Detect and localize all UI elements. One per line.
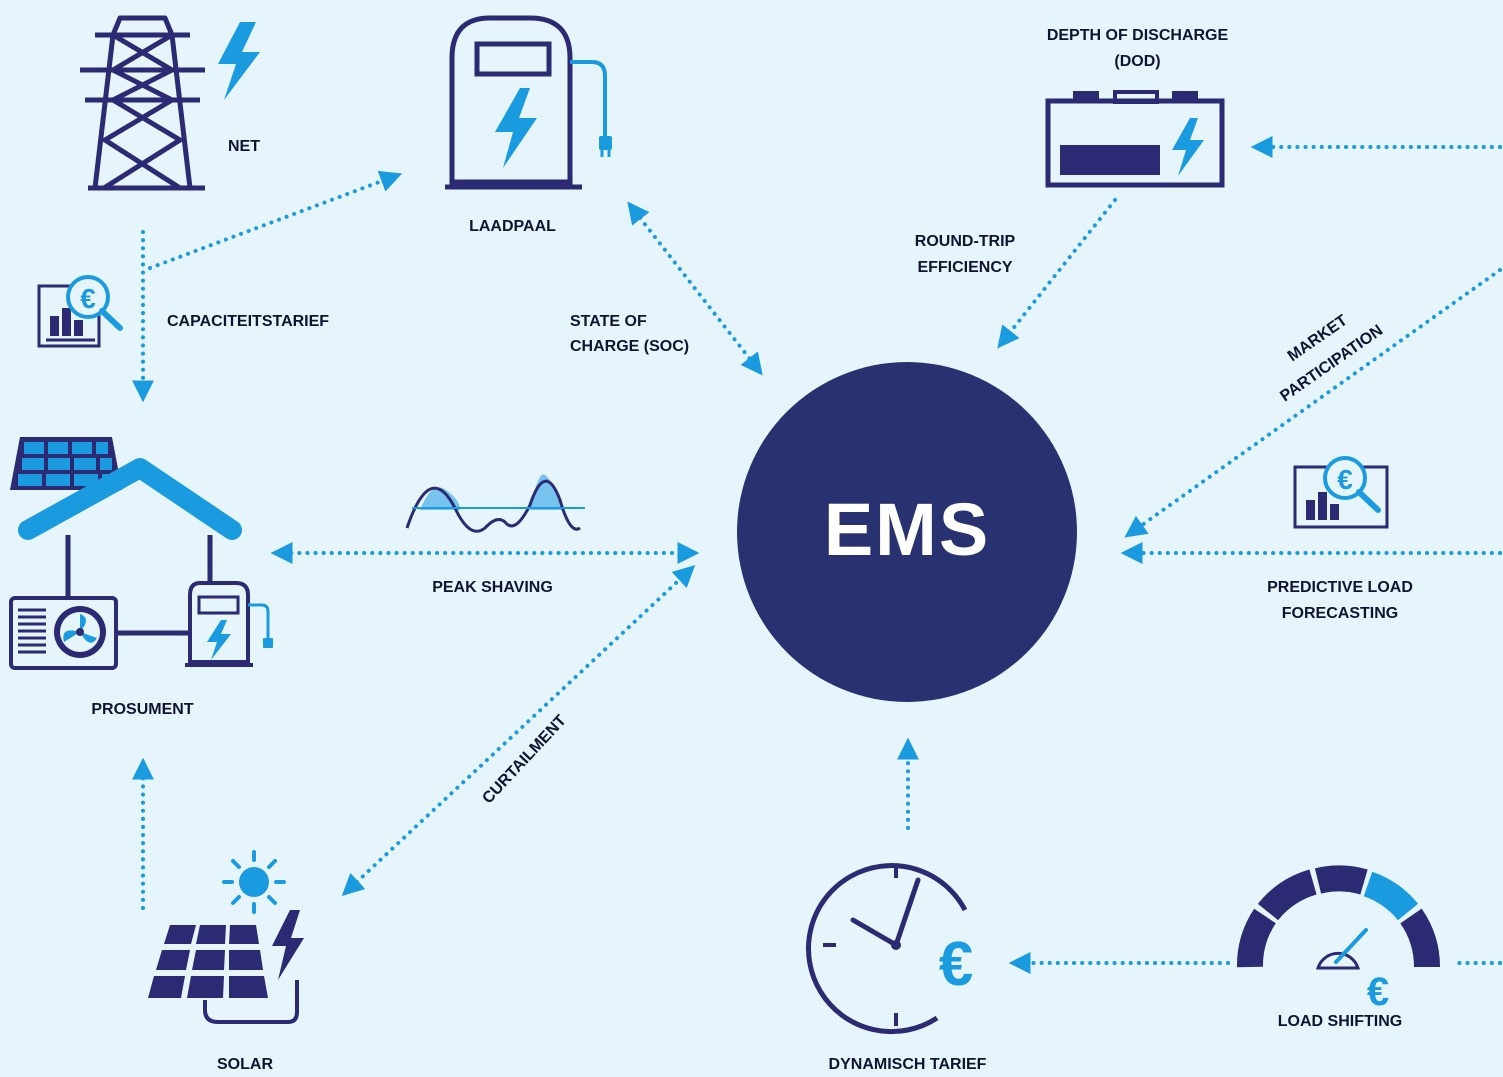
solar-panel-icon — [148, 925, 268, 998]
power-tower-icon — [80, 15, 205, 191]
label-laadpaal: LAADPAAL — [469, 218, 556, 235]
lightning-icon — [272, 910, 304, 980]
gauge-euro-icon: € — [1237, 865, 1441, 1014]
label-predictive-1: PREDICTIVE LOAD — [1267, 579, 1413, 596]
connector-net-laadpaal — [148, 170, 403, 270]
label-prosument: PROSUMENT — [91, 701, 194, 718]
connector-market — [1124, 268, 1502, 538]
battery-icon — [1045, 90, 1225, 188]
svg-text:€: € — [1367, 970, 1389, 1014]
label-round-trip-1: ROUND-TRIP — [914, 233, 1016, 250]
label-dod-2: (DOD) — [1114, 53, 1161, 70]
label-soc-2: CHARGE (SOC) — [570, 338, 690, 355]
svg-text:€: € — [80, 283, 96, 314]
label-capaciteitstarief: CAPACITEITSTARIEF — [167, 313, 330, 330]
ems-label: EMS — [823, 488, 991, 571]
sun-icon — [222, 850, 286, 914]
label-dod-1: DEPTH OF DISCHARGE — [1046, 27, 1229, 44]
label-solar: SOLAR — [217, 1056, 273, 1073]
ems-circle — [737, 362, 1077, 702]
lightning-icon — [218, 22, 260, 100]
connector-round-trip — [997, 198, 1117, 349]
solar-cable — [203, 980, 299, 1024]
connector-soc — [627, 201, 763, 376]
charging-station-icon — [445, 15, 612, 190]
connector-curtailment — [341, 564, 696, 897]
magnifier-euro-chart-icon: € — [37, 275, 123, 348]
label-load-shifting: LOAD SHIFTING — [1277, 1013, 1403, 1030]
magnifier-euro-chart-icon: € — [1293, 456, 1389, 529]
svg-text:€: € — [1337, 464, 1353, 495]
heat-pump-icon — [9, 596, 118, 670]
clock-euro-icon: € — [806, 863, 973, 1035]
label-predictive-2: FORECASTING — [1281, 605, 1399, 622]
charging-station-icon — [185, 581, 273, 667]
label-dynamisch-tarief: DYNAMISCH TARIEF — [828, 1056, 987, 1073]
solar-panel-icon — [10, 437, 122, 490]
label-peak-shaving: PEAK SHAVING — [432, 579, 553, 596]
svg-text:€: € — [939, 930, 973, 999]
wave-icon — [405, 474, 585, 533]
house-icon — [18, 458, 242, 636]
label-round-trip-2: EFFICIENCY — [917, 259, 1013, 276]
label-soc-1: STATE OF — [570, 313, 647, 330]
label-net: NET — [228, 138, 260, 155]
